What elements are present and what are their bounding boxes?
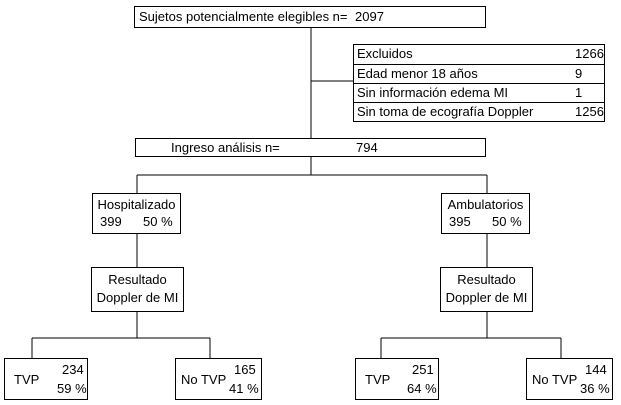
analysis-label: Ingreso análisis n=	[171, 140, 280, 155]
hospitalized-no-tvp-box: No TVP 165 41 %	[175, 358, 262, 400]
no-tvp-percent: 36 %	[580, 381, 610, 396]
result-line1: Resultado	[457, 272, 516, 287]
tvp-count: 234	[62, 362, 84, 377]
no-tvp-percent: 41 %	[229, 381, 259, 396]
exclusion-row: Excluidos 1266	[354, 45, 604, 63]
hospitalized-percent: 50 %	[143, 214, 173, 229]
hospitalized-count: 399	[100, 214, 122, 229]
exclusion-value: 1266	[575, 46, 604, 61]
exclusion-value: 9	[575, 66, 583, 81]
exclusion-row: Sin toma de ecografía Doppler 1256	[354, 102, 604, 121]
ambulatory-title: Ambulatorios	[447, 197, 524, 212]
exclusions-box: Excluidos 1266 Edad menor 18 años 9 Sin …	[353, 44, 605, 122]
tvp-label: TVP	[14, 372, 40, 387]
ambulatory-no-tvp-box: No TVP 144 36 %	[526, 358, 613, 400]
exclusion-label: Sin toma de ecografía Doppler	[357, 104, 534, 119]
eligibles-value: 2097	[355, 9, 384, 24]
exclusion-label: Excluidos	[357, 46, 413, 61]
result-line2: Doppler de MI	[445, 290, 528, 305]
no-tvp-label: No TVP	[532, 372, 578, 387]
no-tvp-label: No TVP	[181, 372, 227, 387]
tvp-percent: 59 %	[57, 381, 87, 396]
hospitalized-result-box: Resultado Doppler de MI	[91, 267, 184, 312]
eligibles-box: Sujetos potencialmente elegibles n= 2097	[134, 6, 486, 28]
exclusion-label: Sin información edema MI	[357, 85, 509, 100]
exclusion-value: 1256	[575, 104, 604, 119]
ambulatory-percent: 50 %	[492, 214, 522, 229]
no-tvp-count: 144	[585, 362, 607, 377]
ambulatory-count: 395	[449, 214, 471, 229]
exclusion-row: Sin información edema MI 1	[354, 83, 604, 102]
hospitalized-tvp-box: TVP 234 59 %	[4, 358, 88, 400]
eligibles-label: Sujetos potencialmente elegibles n=	[139, 9, 348, 24]
ambulatory-result-box: Resultado Doppler de MI	[440, 267, 533, 312]
exclusion-value: 1	[575, 85, 583, 100]
tvp-percent: 64 %	[407, 381, 437, 396]
no-tvp-count: 165	[234, 362, 256, 377]
exclusion-row: Edad menor 18 años 9	[354, 64, 604, 83]
exclusion-label: Edad menor 18 años	[357, 66, 478, 81]
hospitalized-box: Hospitalizado 399 50 %	[92, 193, 181, 234]
tvp-count: 251	[412, 362, 434, 377]
analysis-value: 794	[356, 140, 378, 155]
ambulatory-box: Ambulatorios 395 50 %	[441, 193, 530, 234]
result-line1: Resultado	[108, 272, 167, 287]
tvp-label: TVP	[365, 372, 391, 387]
ambulatory-tvp-box: TVP 251 64 %	[355, 358, 439, 400]
hospitalized-title: Hospitalizado	[97, 197, 176, 212]
analysis-box: Ingreso análisis n= 794	[135, 138, 486, 157]
result-line2: Doppler de MI	[96, 290, 179, 305]
